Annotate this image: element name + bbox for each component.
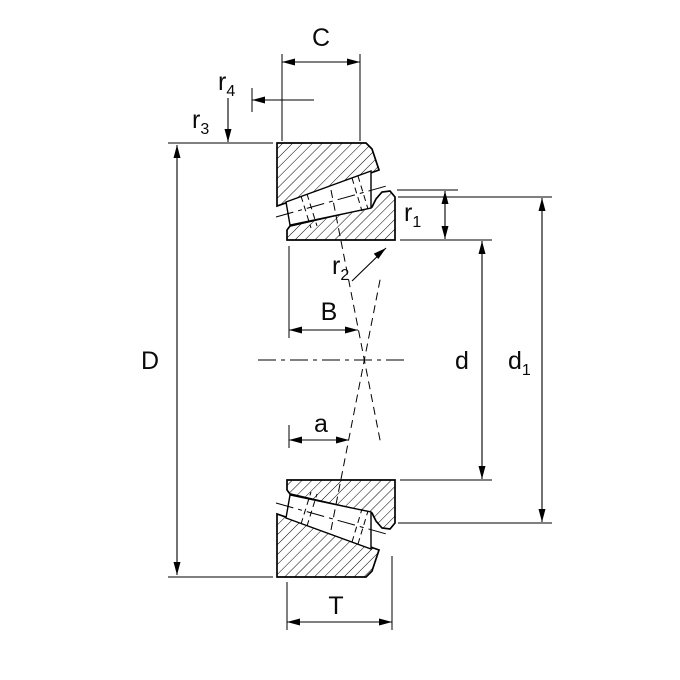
cage-line (306, 193, 318, 227)
pressure-line-lower (330, 274, 382, 531)
cage-line (300, 491, 312, 525)
dimension-B: B (288, 246, 358, 338)
label-r2: r2 (332, 252, 349, 284)
label-T: T (328, 592, 343, 620)
label-d: d (455, 347, 469, 375)
label-a: a (314, 410, 328, 438)
bearing-upper-section (275, 142, 396, 241)
arrowhead (173, 145, 181, 158)
axis-lines (258, 189, 404, 531)
arrowhead (282, 58, 295, 66)
cage-line (357, 510, 369, 545)
outer-ring-lower (276, 512, 381, 578)
dimension-D: D (141, 142, 273, 578)
inner-ring-lower (286, 479, 396, 530)
dimension-T: T (286, 556, 393, 630)
arrowhead (289, 436, 302, 444)
arrowhead (379, 618, 392, 626)
tapered-roller-lower (285, 494, 372, 551)
tapered-roller-upper (285, 169, 372, 226)
arrowhead (538, 198, 546, 211)
dimension-a: a (288, 410, 349, 448)
outer-ring-upper (276, 142, 381, 208)
label-B: B (321, 298, 338, 326)
dimension-r2: r2 (332, 247, 387, 284)
dimension-r3: r3 (192, 98, 232, 142)
arrowhead (287, 618, 300, 626)
roller-axis-lower (275, 502, 391, 536)
cage-line (351, 508, 363, 543)
cage-line (300, 195, 312, 229)
cage-line (351, 177, 363, 212)
inner-ring-upper (286, 190, 396, 241)
label-r1: r1 (404, 199, 421, 231)
arrowhead (347, 58, 360, 66)
label-C: C (312, 24, 330, 52)
label-D: D (141, 347, 159, 375)
label-r3: r3 (192, 106, 209, 138)
label-d1: d1 (508, 347, 531, 379)
label-r4: r4 (218, 68, 235, 100)
dimension-d: d (400, 239, 492, 481)
bearing-lower-section (275, 479, 396, 578)
arrowhead (345, 326, 358, 334)
arrowhead (441, 226, 449, 239)
arrowhead (336, 436, 349, 444)
arrowhead (173, 562, 181, 575)
arrowhead (373, 248, 386, 260)
pressure-line-upper (330, 189, 382, 446)
cage-line (357, 175, 369, 210)
arrowhead (252, 96, 265, 104)
arrowhead (538, 509, 546, 522)
arrowhead (289, 326, 302, 334)
arrowhead (478, 241, 486, 254)
dimension-d1: d1 (398, 196, 552, 524)
dimension-C: C (281, 24, 361, 141)
cage-line (306, 493, 318, 527)
roller-axis-upper (275, 184, 391, 218)
arrowhead (478, 466, 486, 479)
dimension-r4: r4 (218, 68, 314, 112)
arrowhead (224, 129, 232, 142)
